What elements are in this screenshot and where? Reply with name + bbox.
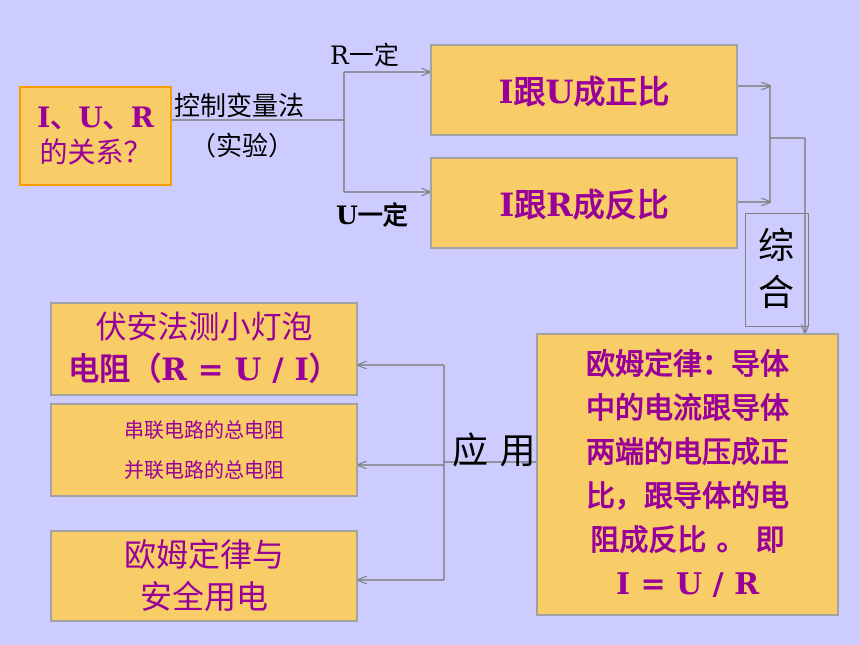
result-r-text: I跟R成反比	[499, 186, 669, 224]
ohm-law-box: 欧姆定律：导体 中的电流跟导体 两端的电压成正 比，跟导体的电 阻成反比 。 即…	[536, 333, 839, 616]
combine-label-box	[745, 213, 809, 327]
application-3-line-1: 欧姆定律与	[123, 536, 284, 574]
ohm-law-line-3: 两端的电压成正	[585, 434, 789, 469]
apply-label: 应 用	[452, 431, 536, 472]
result-r-box: I跟R成反比	[430, 157, 738, 249]
application-2-line-2: 并联电路的总电阻	[124, 458, 284, 482]
method-label-line-2: （实验）	[190, 132, 295, 162]
ohm-law-line-2: 中的电流跟导体	[585, 390, 789, 425]
combine-label-char-1: 综	[758, 226, 795, 267]
topic-box: I、U、R 的关系？	[19, 86, 172, 186]
application-2-line-1: 串联电路的总电阻	[124, 418, 284, 442]
ohm-law-line-4: 比，跟导体的电	[585, 478, 789, 513]
ohm-law-line-1: 欧姆定律：导体	[585, 346, 789, 381]
application-3-line-2: 安全用电	[139, 578, 268, 616]
topic-line-2: 的关系？	[39, 136, 152, 169]
ohm-law-formula: I = U / R	[616, 566, 759, 602]
topic-line-1: I、U、R	[37, 101, 154, 134]
application-box-1: 伏安法测小灯泡 电阻（R = U / I）	[50, 302, 358, 396]
result-u-box: I跟U成正比	[430, 44, 738, 136]
ohm-law-line-5: 阻成反比 。 即	[590, 522, 785, 557]
application-box-2: 串联电路的总电阻 并联电路的总电阻	[50, 403, 358, 497]
condition-u-label: U一定	[336, 201, 408, 230]
application-1-line-1: 伏安法测小灯泡	[95, 310, 313, 346]
combine-label-char-2: 合	[758, 273, 795, 314]
condition-r-label: R一定	[330, 41, 399, 70]
application-1-line-2: 电阻（R = U / I）	[68, 352, 340, 388]
result-u-text: I跟U成正比	[498, 73, 670, 111]
method-label-line-1: 控制变量法	[174, 92, 305, 122]
application-box-3: 欧姆定律与 安全用电	[50, 530, 358, 622]
